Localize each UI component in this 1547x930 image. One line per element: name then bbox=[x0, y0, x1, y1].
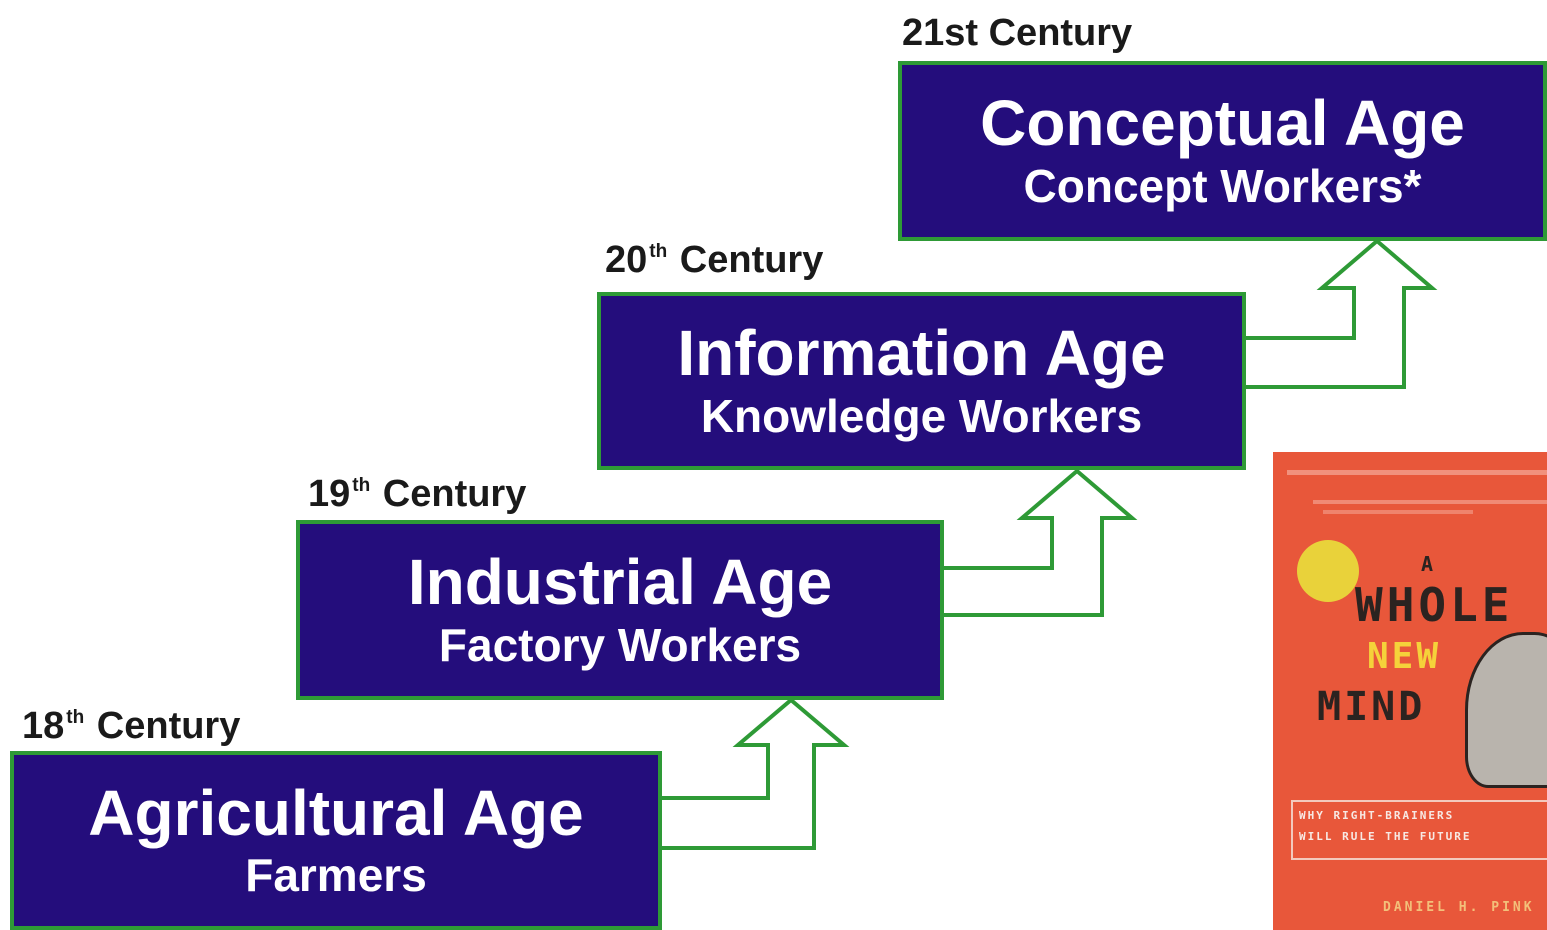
cover-subtitle-line-1: WHY RIGHT-BRAINERS bbox=[1299, 809, 1455, 822]
stage-box-information: Information Age Knowledge Workers bbox=[597, 292, 1246, 470]
cover-blurb-text bbox=[1323, 510, 1473, 514]
age-title: Agricultural Age bbox=[88, 776, 584, 849]
workers-label: Knowledge Workers bbox=[700, 389, 1143, 442]
age-title: Industrial Age bbox=[407, 546, 833, 619]
cover-subtitle-line-2: WILL RULE THE FUTURE bbox=[1299, 830, 1472, 843]
cover-subtitle-frame bbox=[1291, 800, 1547, 860]
cover-title-a: A bbox=[1421, 552, 1434, 576]
stage-box-agricultural: Agricultural Age Farmers bbox=[10, 751, 662, 930]
cover-title-whole: WHOLE bbox=[1355, 578, 1514, 632]
stage-box-conceptual: Conceptual Age Concept Workers* bbox=[898, 61, 1547, 241]
cover-author: DANIEL H. PINK bbox=[1383, 900, 1535, 915]
age-title: Conceptual Age bbox=[980, 87, 1465, 160]
arrow-agricultural-to-industrial bbox=[660, 697, 850, 850]
cover-blurb-text bbox=[1313, 500, 1547, 504]
workers-label: Factory Workers bbox=[438, 618, 802, 671]
cover-title-new: NEW bbox=[1367, 636, 1442, 677]
arrow-information-to-conceptual bbox=[1244, 238, 1438, 389]
cover-title-mind: MIND bbox=[1317, 684, 1426, 730]
cover-header-text bbox=[1287, 470, 1547, 475]
century-label-21st: 21st Century bbox=[902, 12, 1133, 54]
workers-label: Concept Workers* bbox=[1023, 159, 1422, 212]
stage-box-industrial: Industrial Age Factory Workers bbox=[296, 520, 944, 700]
brain-head-icon bbox=[1465, 632, 1547, 788]
cover-badge bbox=[1297, 540, 1359, 602]
age-title: Information Age bbox=[677, 317, 1166, 390]
book-cover-image: A WHOLE NEW MIND WHY RIGHT-BRAINERS WILL… bbox=[1273, 452, 1547, 930]
workers-label: Farmers bbox=[245, 849, 427, 902]
arrow-industrial-to-information bbox=[943, 468, 1138, 617]
